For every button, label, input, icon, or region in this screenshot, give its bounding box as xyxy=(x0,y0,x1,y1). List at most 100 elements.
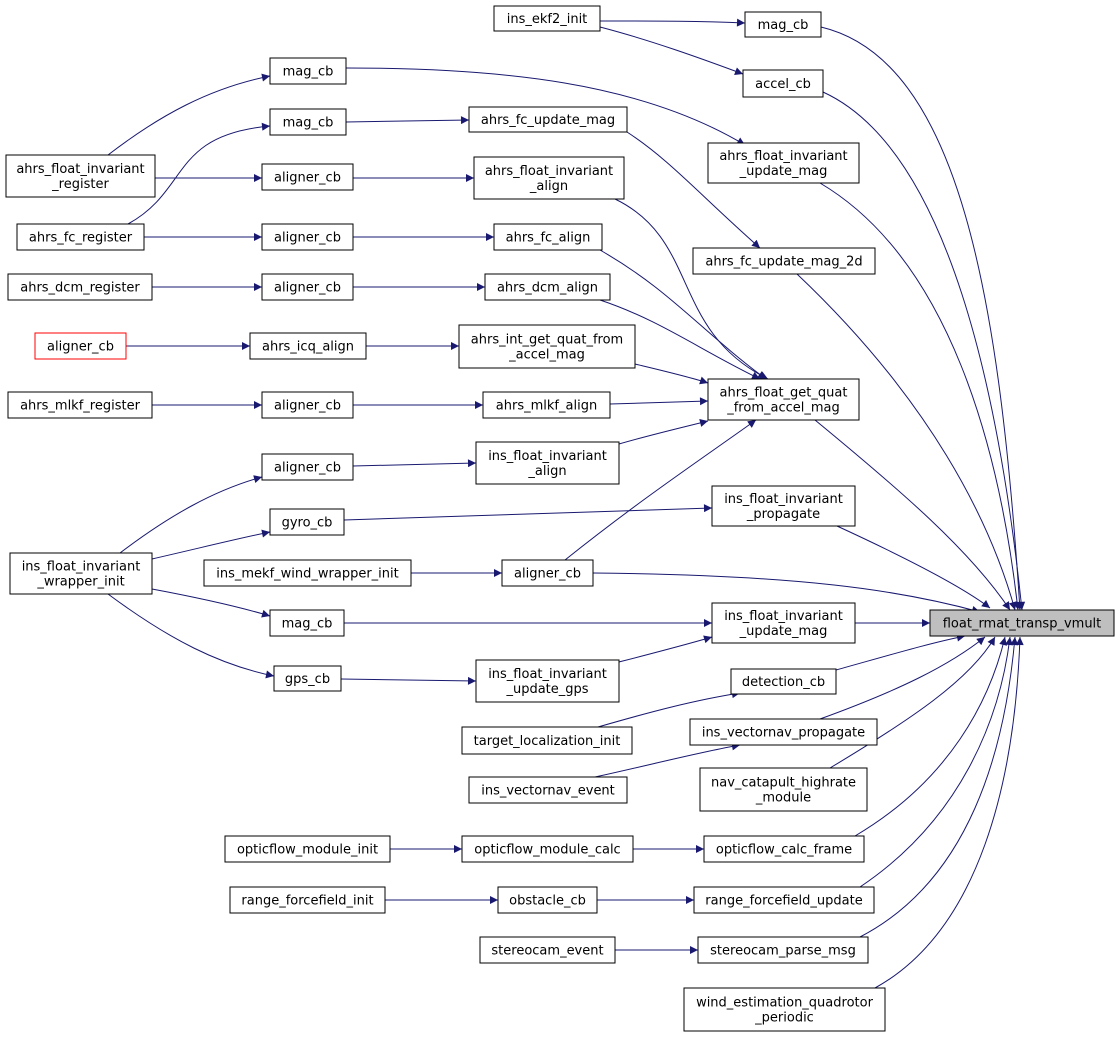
node-ins-mekf-wind-wrapper-init[interactable]: ins_mekf_wind_wrapper_init xyxy=(203,559,412,587)
node-box xyxy=(229,886,386,914)
node-ahrs-fc-update-mag[interactable]: ahrs_fc_update_mag xyxy=(468,106,628,133)
node-label: aligner_cb xyxy=(514,567,581,582)
node-label: mag_cb xyxy=(282,617,333,632)
edge-afiupdmag-root xyxy=(819,182,1022,611)
node-box xyxy=(475,659,620,703)
node-label: aligner_cb xyxy=(274,171,341,186)
node-wind-estimation-quadrotor-periodic[interactable]: wind_estimation_quadrotor_periodic xyxy=(683,987,886,1032)
node-ahrs-dcm-register[interactable]: ahrs_dcm_register xyxy=(7,273,153,301)
node-range-forcefield-init[interactable]: range_forcefield_init xyxy=(229,886,386,914)
node-opticflow-module-init[interactable]: opticflow_module_init xyxy=(224,835,391,863)
node-aligner-cb-6[interactable]: aligner_cb xyxy=(501,559,594,587)
node-ahrs-float-invariant-update-mag[interactable]: ahrs_float_invariant_update_mag xyxy=(707,142,860,184)
node-aligner-cb-4[interactable]: aligner_cb xyxy=(261,391,354,419)
node-label: range_forcefield_update xyxy=(705,894,862,909)
node-obstacle-cb[interactable]: obstacle_cb xyxy=(497,886,598,914)
edge-magcbc-fcupd xyxy=(345,116,470,125)
node-ahrs-icq-align[interactable]: ahrs_icq_align xyxy=(249,332,367,360)
edge-targetinit-detection xyxy=(597,690,741,728)
edge-nav-root xyxy=(829,636,996,769)
edge-ekf2-accelcb xyxy=(599,26,744,75)
node-detection-cb[interactable]: detection_cb xyxy=(730,668,837,695)
node-range-forcefield-update[interactable]: range_forcefield_update xyxy=(693,886,875,914)
node-ahrs-float-invariant-register[interactable]: ahrs_float_invariant_register xyxy=(5,154,156,198)
node-stereocam-parse-msg[interactable]: stereocam_parse_msg xyxy=(697,936,869,964)
node-mag-cb-c[interactable]: mag_cb xyxy=(269,108,347,136)
node-ins-float-invariant-propagate[interactable]: ins_float_invariant_propagate xyxy=(711,485,856,527)
node-box xyxy=(699,767,868,812)
node-ahrs-mlkf-align[interactable]: ahrs_mlkf_align xyxy=(482,391,611,419)
node-stereocam-event[interactable]: stereocam_event xyxy=(479,936,616,964)
node-ahrs-float-invariant-align[interactable]: ahrs_float_invariant_align xyxy=(473,156,625,200)
node-aligner-cb-red[interactable]: aligner_cb xyxy=(34,332,127,360)
node-ahrs-mlkf-register[interactable]: ahrs_mlkf_register xyxy=(7,391,153,419)
node-mag-cb-d[interactable]: mag_cb xyxy=(269,609,345,637)
node-box xyxy=(711,485,856,527)
node-ins-vectornav-propagate[interactable]: ins_vectornav_propagate xyxy=(689,718,878,746)
node-label: opticflow_module_init xyxy=(237,843,378,858)
node-label: ahrs_dcm_align xyxy=(497,281,598,296)
node-label: aligner_cb xyxy=(47,340,114,355)
node-ahrs-fc-align[interactable]: ahrs_fc_align xyxy=(493,223,603,251)
node-label: nav_catapult_highrate xyxy=(711,776,856,791)
node-box xyxy=(269,57,347,85)
node-box xyxy=(261,391,354,419)
edge-wrap-gyrocb xyxy=(151,529,271,560)
node-mag-cb-a[interactable]: mag_cb xyxy=(744,11,822,38)
node-box xyxy=(273,665,342,692)
node-aligner-cb-1[interactable]: aligner_cb xyxy=(261,163,354,191)
node-opticflow-module-calc[interactable]: opticflow_module_calc xyxy=(461,835,634,863)
node-label: float_rmat_transp_vmult xyxy=(943,617,1102,632)
node-target-localization-init[interactable]: target_localization_init xyxy=(461,726,633,755)
node-label: ins_float_invariant xyxy=(488,449,607,464)
node-aligner-cb-3[interactable]: aligner_cb xyxy=(261,273,354,301)
node-ins-ekf2-init[interactable]: ins_ekf2_init xyxy=(493,5,601,32)
node-box xyxy=(261,453,354,481)
node-label: ins_float_invariant xyxy=(488,667,607,682)
node-label: ins_vectornav_event xyxy=(481,784,615,799)
node-aligner-cb-5[interactable]: aligner_cb xyxy=(261,453,354,481)
node-ahrs-float-get-quat[interactable]: ahrs_float_get_quat_from_accel_mag xyxy=(707,378,860,421)
edge-intquat-fgq xyxy=(634,363,709,385)
node-ahrs-fc-register[interactable]: ahrs_fc_register xyxy=(16,223,145,251)
node-label: _propagate xyxy=(746,507,820,522)
node-ahrs-int-get-quat[interactable]: ahrs_int_get_quat_from_accel_mag xyxy=(458,324,636,369)
edge-parse-root xyxy=(859,636,1019,938)
edge-rfupdate-root xyxy=(859,636,1014,888)
node-ins-vectornav-event[interactable]: ins_vectornav_event xyxy=(468,776,628,804)
node-aligner-cb-2[interactable]: aligner_cb xyxy=(261,223,354,251)
node-ahrs-fc-update-mag-2d[interactable]: ahrs_fc_update_mag_2d xyxy=(692,247,876,275)
node-box xyxy=(461,835,634,863)
edge-vnprop-root xyxy=(819,636,986,720)
nodes: ins_ekf2_init mag_cb accel_cb mag_cb ahrs_fl… xyxy=(5,5,1115,1032)
node-ins-float-invariant-align[interactable]: ins_float_invariant_align xyxy=(475,441,620,485)
node-accel-cb[interactable]: accel_cb xyxy=(742,69,824,98)
edge-aligner6-fgq xyxy=(564,419,757,561)
node-ins-float-invariant-update-mag[interactable]: ins_float_invariant_update_mag xyxy=(711,602,856,644)
node-mag-cb-b[interactable]: mag_cb xyxy=(269,57,347,85)
edge-wrap-aligner5 xyxy=(119,475,263,554)
edge-magcbb-afiupdmag xyxy=(345,67,746,146)
node-label: ins_ekf2_init xyxy=(507,12,588,27)
node-label: gyro_cb xyxy=(282,516,333,531)
node-label: _periodic xyxy=(754,1011,814,1026)
node-opticflow-calc-frame[interactable]: opticflow_calc_frame xyxy=(703,835,865,863)
node-box xyxy=(730,668,837,695)
node-label: ahrs_mlkf_register xyxy=(20,399,140,414)
node-nav-catapult-highrate-module[interactable]: nav_catapult_highrate_module xyxy=(699,767,868,812)
node-ins-float-invariant-update-gps[interactable]: ins_float_invariant_update_gps xyxy=(475,659,620,703)
node-box xyxy=(458,324,636,369)
node-ins-float-invariant-wrapper-init[interactable]: ins_float_invariant_wrapper_init xyxy=(9,552,153,595)
edge-prop-root xyxy=(836,525,991,609)
node-ahrs-dcm-align[interactable]: ahrs_dcm_align xyxy=(484,273,611,301)
node-label: stereocam_parse_msg xyxy=(710,944,856,959)
node-float-rmat-transp-vmult[interactable]: float_rmat_transp_vmult xyxy=(929,609,1115,637)
node-box xyxy=(7,391,153,419)
node-box xyxy=(5,154,156,198)
node-label: mag_cb xyxy=(283,65,334,80)
node-gyro-cb[interactable]: gyro_cb xyxy=(269,508,345,536)
node-label: ahrs_float_get_quat xyxy=(720,386,848,401)
node-label: _update_mag xyxy=(739,624,828,639)
edge-gpscb-updgps xyxy=(340,676,477,685)
node-gps-cb[interactable]: gps_cb xyxy=(273,665,342,692)
